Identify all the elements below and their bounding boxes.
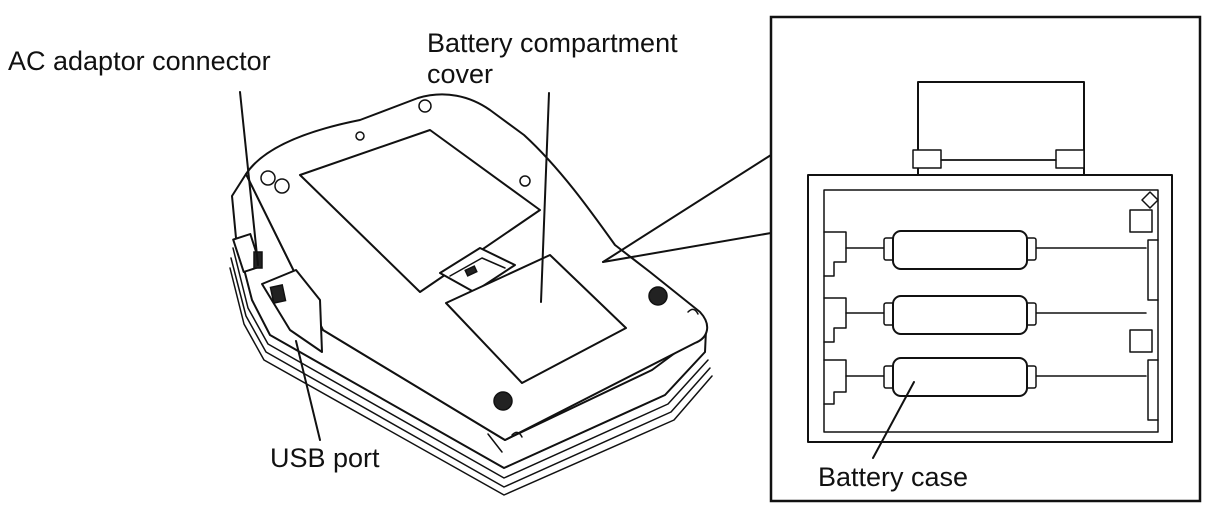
battery-compartment-cover-label: Battery compartment cover xyxy=(427,28,678,90)
battery-cell xyxy=(845,357,1147,397)
latch-detail xyxy=(449,257,506,277)
battery-terminal-box xyxy=(1129,209,1153,233)
foot-hole xyxy=(274,178,290,194)
usb-port-leader-line xyxy=(295,340,321,441)
ac-adaptor-connector-label: AC adaptor connector xyxy=(8,46,271,76)
battery-compartment-cover xyxy=(445,254,627,384)
battery-case-inner xyxy=(823,189,1159,433)
battery-cell xyxy=(845,295,1147,335)
lid-hinge xyxy=(912,149,942,169)
foot-hole xyxy=(418,99,432,113)
battery-case-illustration xyxy=(807,81,1173,443)
lid-hinge xyxy=(1055,149,1085,169)
cover-latch xyxy=(439,247,516,293)
right-contacts xyxy=(1147,239,1159,421)
battery-cover-label-line2: cover xyxy=(427,59,494,89)
rubber-foot xyxy=(648,286,668,306)
usb-port-label: USB port xyxy=(270,443,380,473)
polarity-marker xyxy=(1141,191,1159,209)
battery-cover-leader-line xyxy=(540,92,550,303)
callout-wedge xyxy=(602,154,772,263)
battery-cover-label-line1: Battery compartment xyxy=(427,28,678,58)
usb-socket xyxy=(269,284,287,304)
latch-tab xyxy=(464,265,478,277)
screw-hole xyxy=(519,175,531,187)
battery-cell xyxy=(845,230,1147,270)
left-contacts xyxy=(823,231,847,405)
foot-hole xyxy=(260,170,276,186)
foot-hole xyxy=(687,308,699,315)
screw-hole xyxy=(355,131,365,141)
device-illustration xyxy=(229,93,713,496)
battery-terminal-box xyxy=(1129,329,1153,353)
label-panel xyxy=(299,129,541,293)
battery-case-leader-line xyxy=(872,381,915,459)
battery-case-label: Battery case xyxy=(818,462,969,492)
rubber-foot xyxy=(493,391,513,411)
ac-adaptor-leader-line xyxy=(239,91,259,266)
edge-notch xyxy=(487,433,503,453)
foot-hole xyxy=(511,431,523,438)
